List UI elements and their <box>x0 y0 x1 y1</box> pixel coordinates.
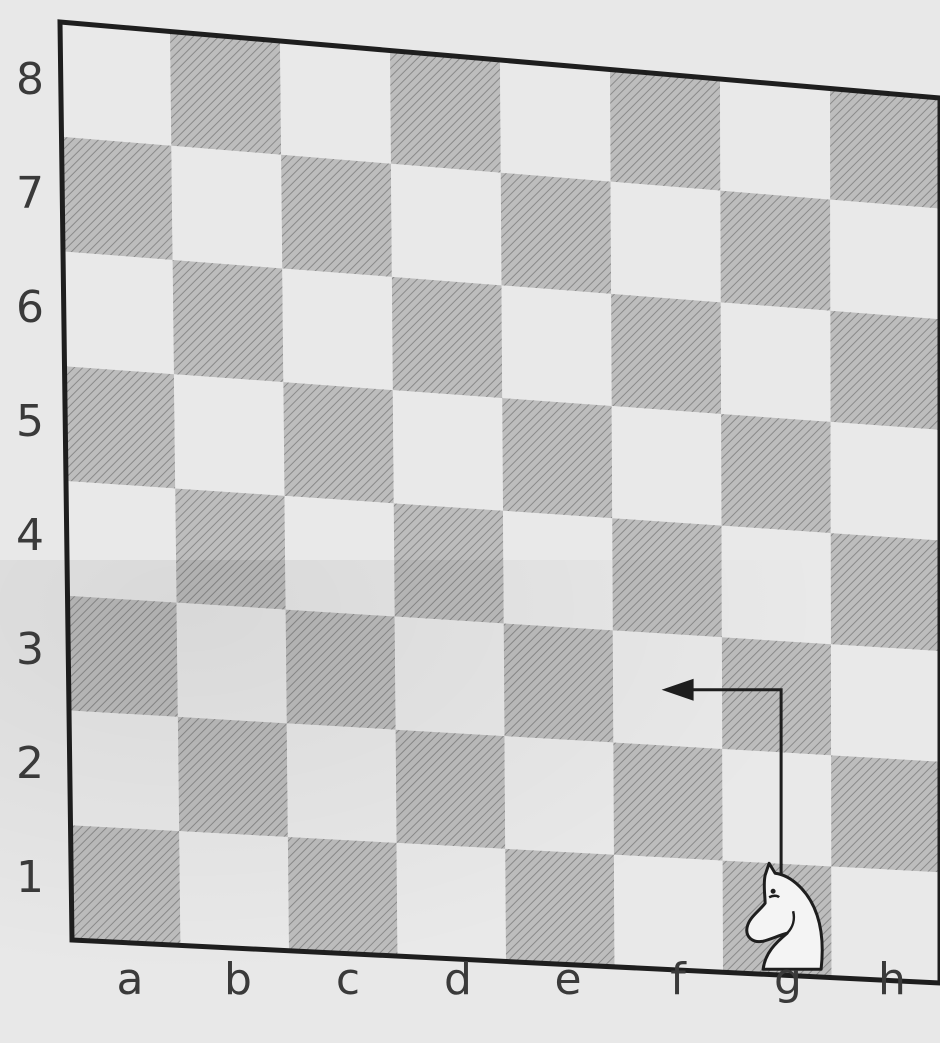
file-label-d: d <box>428 958 488 1002</box>
square-a5 <box>65 366 176 488</box>
square-a3 <box>68 596 178 717</box>
square-b8 <box>170 32 281 155</box>
square-f7 <box>611 182 721 303</box>
square-h7 <box>830 200 940 320</box>
file-label-h: h <box>862 958 922 1002</box>
square-e4 <box>503 511 613 631</box>
square-b1 <box>179 831 289 951</box>
square-b5 <box>174 374 285 496</box>
square-a8 <box>60 22 171 146</box>
square-g3 <box>722 637 831 755</box>
square-c8 <box>280 41 391 164</box>
square-d6 <box>392 277 502 398</box>
square-f1 <box>614 855 723 973</box>
square-e2 <box>505 736 614 855</box>
square-g5 <box>721 414 831 533</box>
square-g6 <box>721 302 831 422</box>
square-g2 <box>722 749 831 867</box>
board-squares <box>60 22 940 983</box>
file-label-g: g <box>758 958 818 1002</box>
square-e5 <box>502 398 612 518</box>
file-label-b: b <box>208 958 268 1002</box>
file-label-c: c <box>318 958 378 1002</box>
file-label-a: a <box>100 958 160 1002</box>
square-h2 <box>831 755 940 872</box>
square-b6 <box>173 260 284 382</box>
square-e1 <box>505 849 614 967</box>
square-a6 <box>63 252 174 375</box>
square-f2 <box>613 743 722 861</box>
square-e7 <box>501 173 611 294</box>
rank-label-5: 5 <box>8 400 52 444</box>
square-g4 <box>722 526 831 645</box>
square-f8 <box>610 70 720 191</box>
square-e6 <box>502 285 612 406</box>
rank-label-7: 7 <box>8 172 52 216</box>
square-e3 <box>504 623 614 742</box>
rank-label-1: 1 <box>8 856 52 900</box>
square-b2 <box>178 717 288 837</box>
rank-label-3: 3 <box>8 628 52 672</box>
square-d7 <box>391 164 502 286</box>
rank-label-4: 4 <box>8 514 52 558</box>
square-c3 <box>286 610 396 730</box>
square-c4 <box>285 496 395 617</box>
square-a2 <box>69 711 179 832</box>
square-d5 <box>393 390 503 511</box>
square-d1 <box>397 843 506 962</box>
file-label-f: f <box>648 958 708 1002</box>
square-c6 <box>282 268 393 390</box>
square-d2 <box>396 730 506 849</box>
rank-label-8: 8 <box>8 58 52 102</box>
square-g7 <box>720 191 830 311</box>
square-f6 <box>611 294 721 414</box>
square-e8 <box>500 60 611 182</box>
square-h6 <box>830 311 940 430</box>
square-c2 <box>287 723 397 843</box>
file-label-e: e <box>538 958 598 1002</box>
square-d3 <box>395 617 505 737</box>
square-h8 <box>830 89 940 209</box>
square-b3 <box>177 603 287 724</box>
square-d8 <box>390 51 501 173</box>
square-h4 <box>831 533 940 651</box>
square-b7 <box>171 146 282 269</box>
square-a7 <box>62 137 173 260</box>
rank-label-6: 6 <box>8 286 52 330</box>
square-a1 <box>71 825 181 945</box>
square-a4 <box>66 481 177 603</box>
square-f5 <box>612 406 722 526</box>
square-d4 <box>394 503 504 623</box>
square-c5 <box>283 382 393 503</box>
square-g8 <box>720 79 830 200</box>
square-c7 <box>281 155 392 277</box>
square-f4 <box>612 518 722 637</box>
rank-label-2: 2 <box>8 742 52 786</box>
square-h5 <box>831 422 940 541</box>
square-c1 <box>288 837 398 956</box>
square-b4 <box>175 488 285 609</box>
square-h3 <box>831 644 940 762</box>
